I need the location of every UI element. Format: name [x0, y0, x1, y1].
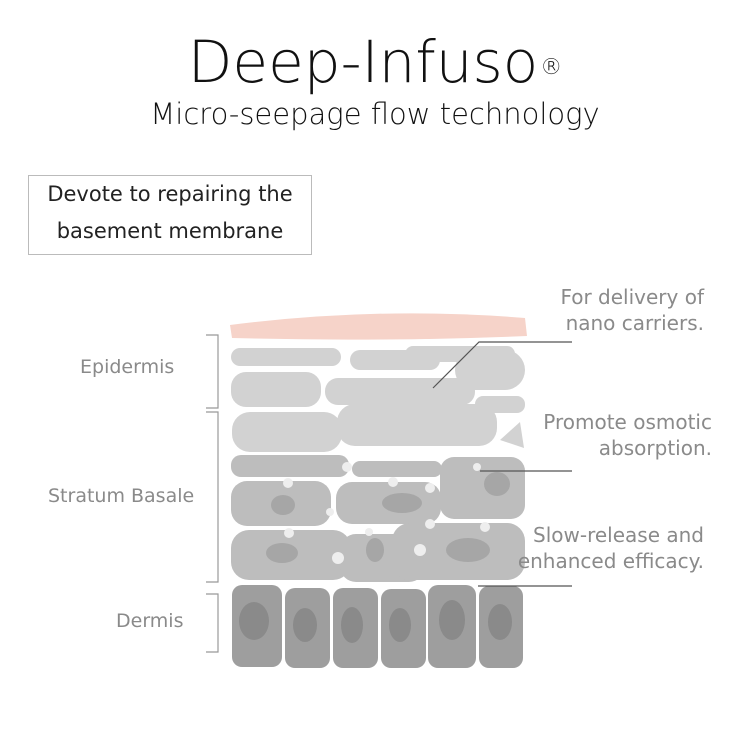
- callout-box: [28, 175, 312, 255]
- annotation-osmotic: Promote osmotic absorption.: [543, 409, 712, 461]
- epidermis-cells: [231, 346, 525, 452]
- annotation-line: For delivery of: [560, 285, 704, 309]
- product-title: Deep-Infuso®: [0, 28, 750, 96]
- layer-brackets: [206, 334, 219, 653]
- basale-nuclei: [266, 472, 510, 563]
- subtitle: Micro-seepage flow technology: [150, 97, 600, 131]
- annotation-leader-lines: [432, 341, 572, 587]
- title-text: Deep-Infuso: [187, 28, 539, 96]
- registered-mark: ®: [540, 55, 563, 80]
- callout-line-2: basement membrane: [56, 219, 284, 243]
- annotation-delivery: For delivery of nano carriers.: [560, 284, 704, 336]
- layer-label-stratum-basale: Stratum Basale: [48, 485, 195, 507]
- basale-cells: [231, 455, 525, 582]
- layer-label-epidermis: Epidermis: [80, 356, 175, 378]
- annotation-line: Slow-release and: [533, 523, 704, 547]
- annotation-line: enhanced efficacy.: [517, 549, 704, 573]
- annotation-line: Promote osmotic: [543, 410, 712, 434]
- dermis-cells: [232, 585, 523, 668]
- nano-carrier-dots: [283, 462, 490, 564]
- callout-line-1: Devote to repairing the: [47, 182, 293, 206]
- skin-surface-layer: [230, 313, 527, 340]
- annotation-line: nano carriers.: [565, 311, 704, 335]
- layer-label-dermis: Dermis: [116, 610, 184, 632]
- annotation-slow-release: Slow-release and enhanced efficacy.: [518, 522, 704, 574]
- annotation-line: absorption.: [598, 436, 712, 460]
